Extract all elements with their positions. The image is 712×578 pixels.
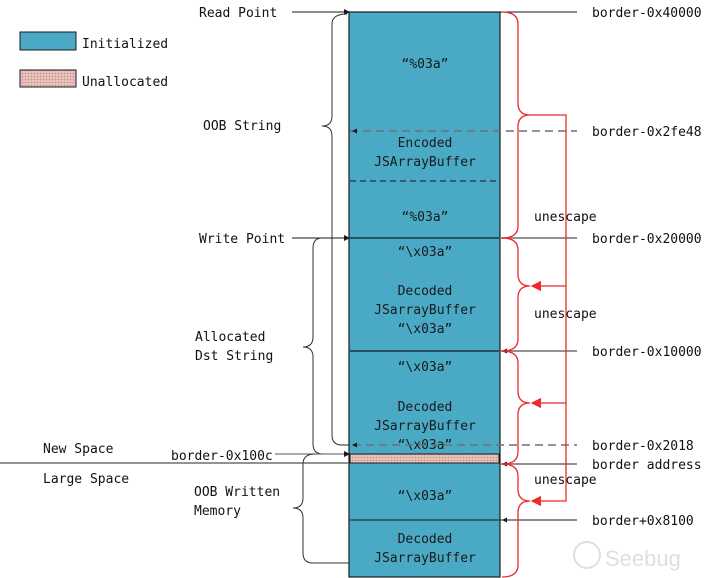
write-point-label: Write Point [199, 232, 285, 247]
arrowhead [502, 517, 507, 523]
legend-label-unallocated: Unallocated [82, 75, 168, 90]
memory-block-initialized [348, 11, 501, 578]
unescape-flow [501, 11, 567, 578]
watermark-text: Seebug [605, 546, 681, 571]
allocated-dst-string-label-2: Dst String [195, 349, 273, 364]
cell-text: “%03a” [402, 210, 449, 225]
unescape-label: unescape [534, 210, 597, 225]
border-100c-label: border-0x100c [171, 449, 273, 464]
large-space-label: Large Space [43, 472, 129, 487]
memory-column: “%03a” Encoded JSArrayBuffer “%03a” “\x0… [348, 11, 501, 578]
oob-written-memory-label-1: OOB Written [194, 485, 280, 500]
legend-swatch-unallocated [19, 69, 77, 88]
watermark-logo-icon [573, 541, 601, 569]
cell-text: JSArrayBuffer [374, 155, 476, 170]
legend-label-initialized: Initialized [82, 37, 168, 52]
watermark: Seebug [573, 541, 681, 571]
legend: Initialized Unallocated [19, 31, 168, 90]
cell-text: JSarrayBuffer [374, 419, 476, 434]
arrowhead [352, 442, 357, 448]
cell-text: Decoded [398, 532, 453, 547]
oob-string-label: OOB String [203, 119, 281, 134]
cell-text: “\x03a” [398, 245, 453, 260]
cell-text: JSarrayBuffer [374, 551, 476, 566]
cell-text: “\x03a” [398, 322, 453, 337]
border-label: border-0x2fe48 [592, 125, 702, 140]
cell-text: “\x03a” [398, 489, 453, 504]
oob-written-memory-brace [292, 453, 349, 564]
left-annotations: Read Point OOB String Write Point Alloca… [0, 6, 350, 564]
border-label: border address [592, 458, 702, 473]
unescape-label: unescape [534, 473, 597, 488]
unescape-dest-brace [501, 463, 531, 578]
allocated-dst-string-brace [302, 237, 324, 455]
border-label: border+0x8100 [592, 514, 694, 529]
border-label: border-0x2018 [592, 439, 694, 454]
allocated-dst-string-label-1: Allocated [195, 330, 265, 345]
unescape-dest-brace [501, 350, 531, 465]
cell-text: “%03a” [402, 57, 449, 72]
unescape-trunk [530, 114, 567, 432]
unescape-source-brace [501, 11, 531, 239]
unescape-dest-brace [501, 237, 531, 352]
border-label: border-0x40000 [592, 6, 702, 21]
cell-text: Decoded [398, 284, 453, 299]
legend-swatch-initialized [19, 31, 77, 51]
unescape-label: unescape [534, 307, 597, 322]
right-annotations: border-0x40000 border-0x2fe48 border-0x2… [340, 6, 702, 529]
border-label: border-0x20000 [592, 232, 702, 247]
border-label: border-0x10000 [592, 345, 702, 360]
cell-text: JSarrayBuffer [374, 303, 476, 318]
new-space-label: New Space [43, 442, 114, 457]
memory-block-unallocated [349, 453, 500, 464]
cell-text: “\x03a” [398, 360, 453, 375]
cell-text: Encoded [398, 136, 453, 151]
arrowhead [352, 128, 357, 134]
read-point-label: Read Point [199, 6, 277, 21]
oob-string-brace [321, 13, 349, 446]
oob-written-memory-label-2: Memory [194, 504, 241, 519]
unescape-arrow [530, 432, 567, 507]
cell-text: Decoded [398, 400, 453, 415]
